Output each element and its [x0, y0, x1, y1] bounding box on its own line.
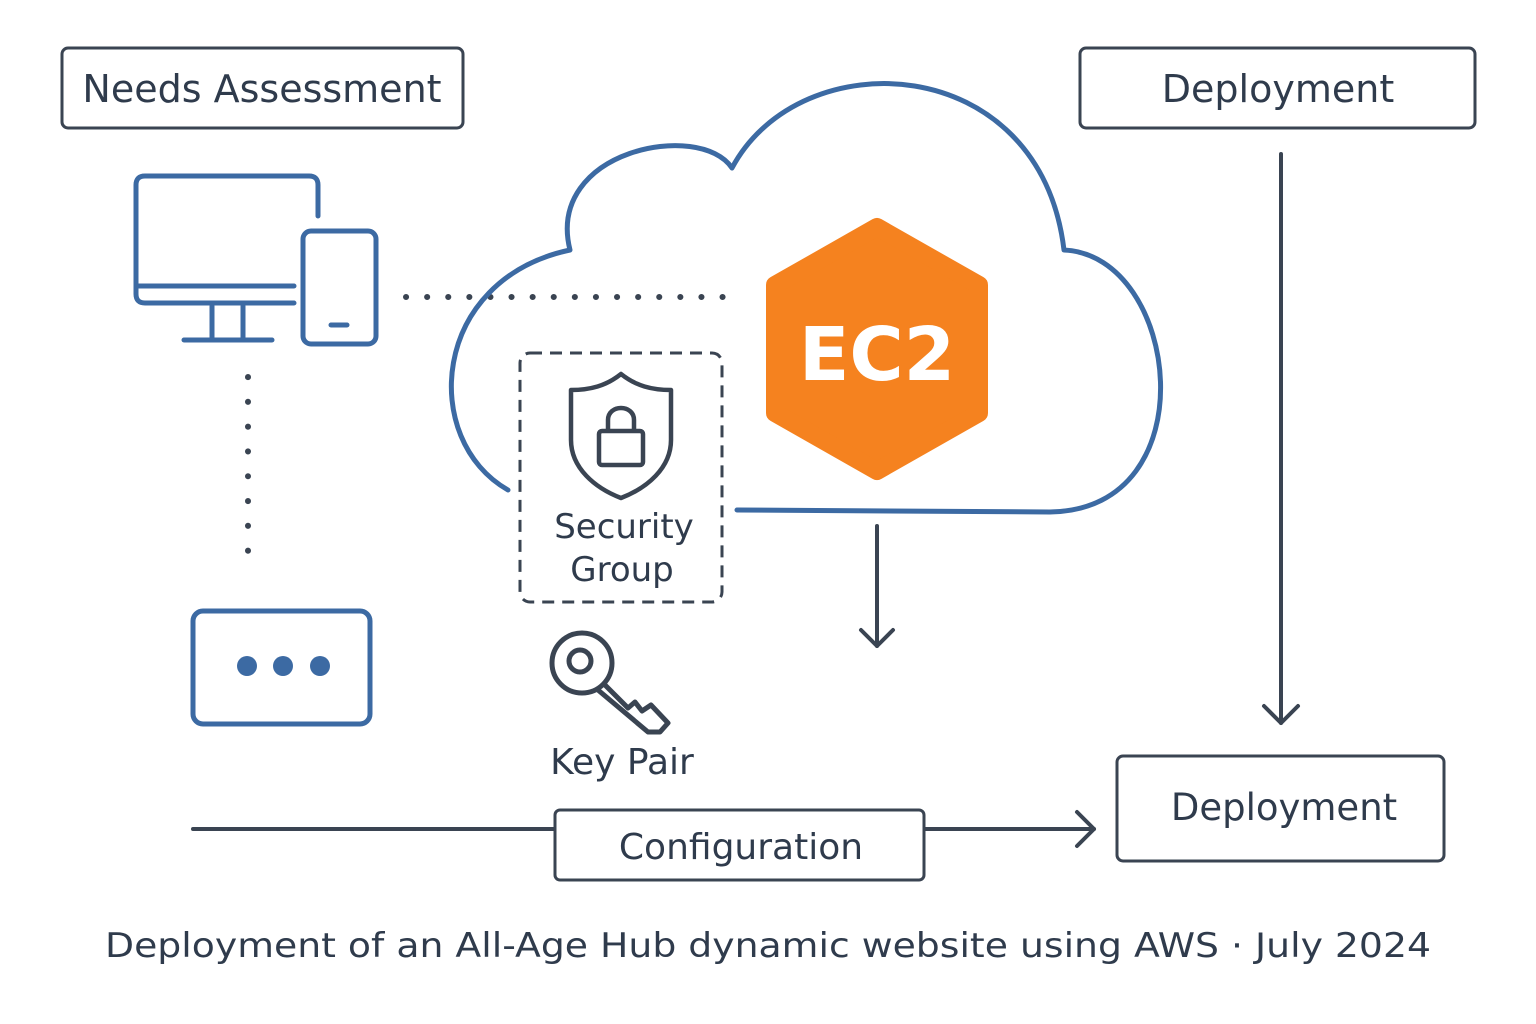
cloud-icon [448, 81, 1163, 515]
deployment-bottom-label: Deployment [1171, 786, 1397, 829]
security-group-label-line1: Security [554, 507, 694, 547]
needs-assessment-label: Needs Assessment [82, 67, 441, 111]
deployment-top-label: Deployment [1162, 67, 1394, 111]
ec2-hexagon: EC2 [766, 218, 988, 480]
configuration-flow-arrow [191, 810, 1096, 848]
ellipsis-box-icon [190, 608, 373, 727]
security-group-box: Security Group [518, 351, 724, 604]
key-icon [549, 630, 671, 735]
deployment-down-arrow [1262, 152, 1300, 725]
shield-lock-icon [568, 371, 674, 501]
key-pair-label: Key Pair [550, 742, 694, 783]
configuration-box: Configuration [553, 808, 926, 882]
desktop-and-phone-icon [133, 173, 379, 347]
needs-assessment-box: Needs Assessment [60, 46, 465, 130]
ec2-label: EC2 [799, 312, 955, 398]
diagram-caption: Deployment of an All-Age Hub dynamic web… [105, 926, 1431, 966]
security-group-label-line2: Group [570, 550, 674, 590]
deployment-top-box: Deployment [1078, 46, 1477, 130]
cloud-down-arrow [859, 524, 895, 648]
deployment-bottom-box: Deployment [1115, 754, 1446, 863]
configuration-label: Configuration [619, 827, 863, 868]
